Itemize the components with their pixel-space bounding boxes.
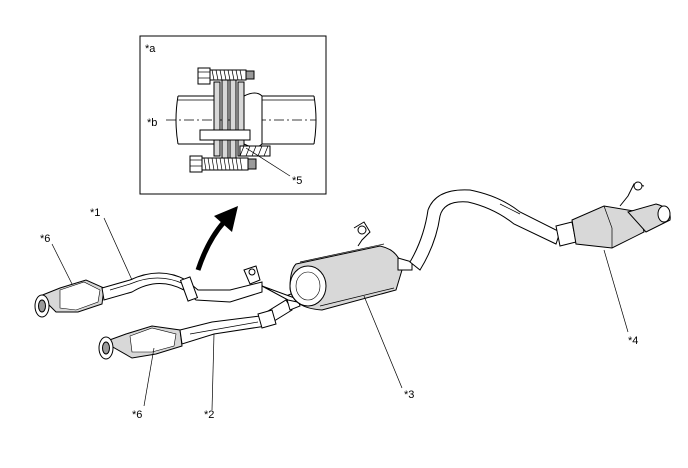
leader-lines <box>51 217 629 411</box>
inset-pipe-section <box>166 75 317 161</box>
leader-5 <box>245 147 291 177</box>
label-part2: *2 <box>204 409 214 421</box>
leader-3 <box>363 295 403 389</box>
label-part6-lower: *6 <box>132 409 142 421</box>
label-part1: *1 <box>90 207 100 219</box>
leader-4 <box>603 249 629 333</box>
label-part3: *3 <box>404 389 414 401</box>
leader-6-lower <box>143 347 155 407</box>
label-part5: *5 <box>292 175 302 187</box>
front-pipe-2 <box>98 291 301 360</box>
callout-arrow <box>195 206 238 271</box>
label-part6-upper: *6 <box>40 233 50 245</box>
leader-1 <box>103 217 133 281</box>
tail-pipe <box>409 181 671 271</box>
inset-label-b: *b <box>147 117 157 129</box>
leader-6-upper <box>51 243 73 285</box>
inset-label-a: *a <box>145 43 156 55</box>
inset-lower-bolt <box>189 145 271 173</box>
inset-detail: *a *b <box>139 35 327 195</box>
label-part4: *4 <box>628 335 638 347</box>
front-pipe-1 <box>34 265 263 318</box>
leader-2 <box>211 333 215 411</box>
inset-upper-bolt <box>197 67 255 85</box>
center-muffler <box>261 221 413 311</box>
